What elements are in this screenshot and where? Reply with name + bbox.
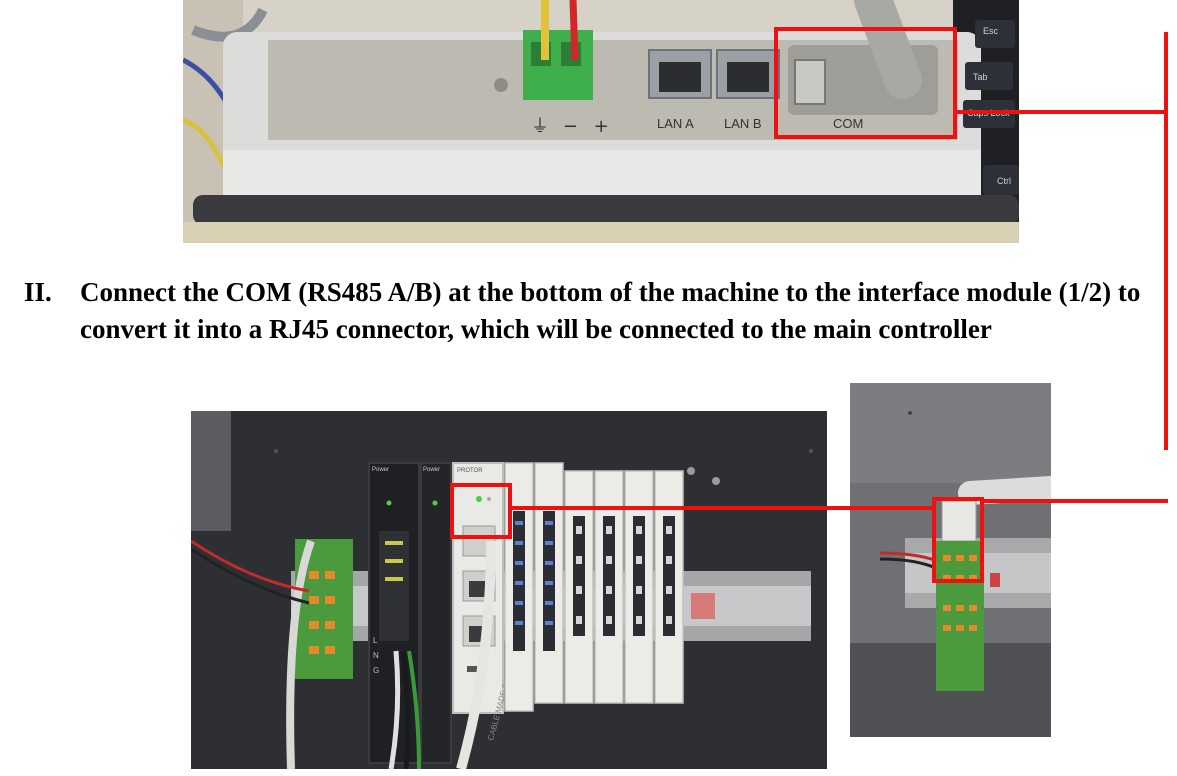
key-esc-label: Esc: [983, 26, 999, 36]
com-port-highlight: [774, 27, 957, 139]
com-label: COM: [833, 116, 863, 131]
key-ctrl-label: Ctrl: [997, 176, 1011, 186]
terminal-n-label: N: [373, 651, 379, 660]
terminal-g-label: G: [373, 666, 379, 675]
step-numeral: II.: [24, 277, 52, 307]
interface-module-highlight: [932, 497, 984, 583]
plus-symbol: +: [594, 116, 609, 137]
lan-b-label: LAN B: [724, 116, 762, 131]
callout-line-bottom-left: [512, 506, 932, 510]
callout-line-vertical: [1164, 32, 1168, 450]
bottom-photo-controller-rack: Power Power L N G PROTOR CABLE MADE IN C…: [191, 411, 827, 769]
controller-port-highlight: [450, 483, 512, 539]
svg-text:⏚ − +: ⏚ − +: [531, 116, 609, 137]
minus-symbol: −: [563, 116, 578, 137]
power-module-2-label: Power: [423, 467, 440, 473]
key-tab-label: Tab: [973, 72, 988, 82]
lan-a-label: LAN A: [657, 116, 694, 131]
top-photo-hmi-ports: ⏚ − + LAN A LAN B COM Esc Tab Caps Lock …: [183, 0, 1019, 243]
terminal-l-label: L: [373, 636, 378, 645]
side-photo-interface-module: [850, 383, 1051, 737]
power-module-1-label: Power: [372, 467, 389, 473]
callout-line-bottom-right: [984, 499, 1168, 503]
ground-symbol: ⏚: [531, 116, 549, 137]
callout-line-top-horizontal: [957, 110, 1168, 114]
controller-label: PROTOR: [457, 468, 483, 474]
step-text: Connect the COM (RS485 A/B) at the botto…: [80, 277, 1141, 344]
